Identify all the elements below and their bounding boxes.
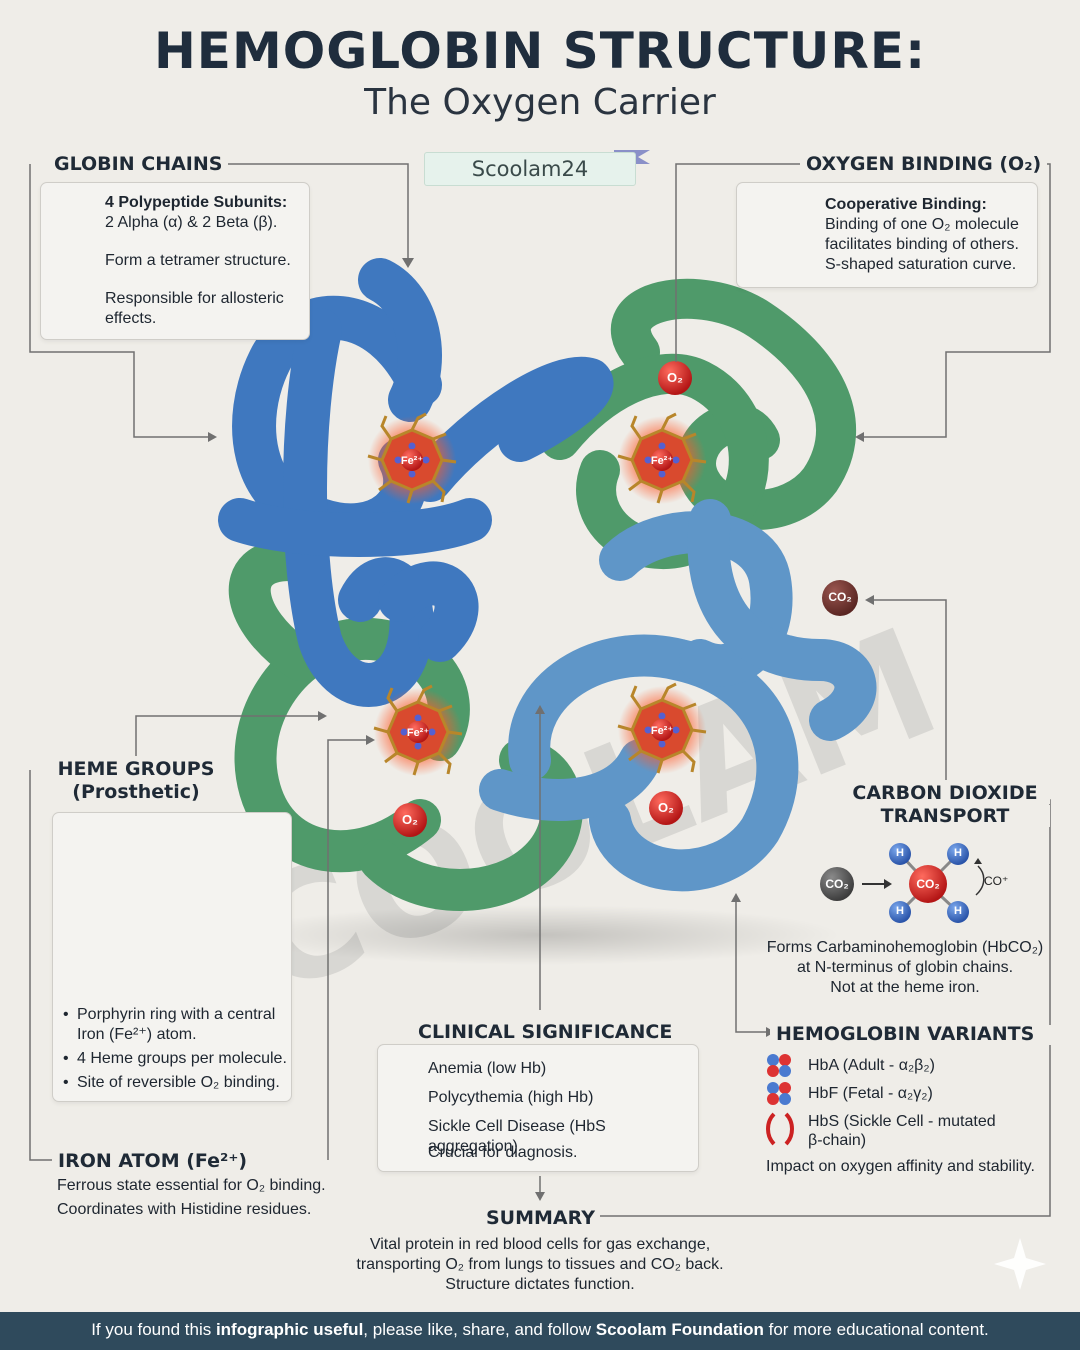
co2-label: CO₂ [916,877,940,891]
co2-transport-heading: CARBON DIOXIDE [840,782,1050,804]
clinical-item2: Polycythemia (high Hb) [428,1089,594,1106]
clinical-item3: Sickle Cell Disease (HbS aggregation) [428,1118,606,1155]
variants-footer: Impact on oxygen affinity and stability. [766,1158,1035,1175]
heme-bullet3: Site of reversible O₂ binding. [77,1074,280,1091]
heme-groups-subheading: (Prosthetic) [48,781,224,803]
globin-chains-panel: 4 Polypeptide Subunits: 2 Alpha (α) & 2 … [40,182,310,340]
hydrogen-label: H [954,905,962,917]
hydrogen-label: H [954,847,962,859]
hbf-icon [767,1082,791,1105]
oxygen-binding-line3: S-shaped saturation curve. [825,256,1017,273]
oxygen-binding-bold: Cooperative Binding: [825,196,987,213]
clinical-panel: Anemia (low Hb) Polycythemia (high Hb) S… [377,1044,699,1172]
co2-transport-subheading: TRANSPORT [840,805,1050,827]
fe-label: Fe²⁺ [650,725,674,737]
heme-bullet2: 4 Heme groups per molecule. [77,1050,287,1067]
summary-line3: Structure dictates function. [445,1276,635,1293]
footer-bold-infographic: infographic useful [215,1320,364,1339]
clinical-item1: Anemia (low Hb) [428,1060,547,1077]
co2-transport-line1: Forms Carbaminohemoglobin (HbCO₂) [766,939,1044,956]
iron-atom-heading: IRON ATOM (Fe²⁺) [52,1150,254,1172]
globin-item3-text: Responsible for allosteric effects. [105,290,284,327]
heme-groups-heading: HEME GROUPS [48,758,224,780]
page-title: HEMOGLOBIN STRUCTURE: [153,22,927,80]
sparkle-icon [994,1238,1046,1290]
footer-text: for more educational content. [763,1320,989,1339]
summary-line2: transporting O₂ from lungs to tissues an… [356,1256,724,1273]
globin-item1-bold: 4 Polypeptide Subunits: [105,194,288,211]
heme-bullet1: Porphyrin ring with a central Iron (Fe²⁺… [77,1006,276,1043]
iron-atom-line2: Coordinates with Histidine residues. [57,1201,312,1218]
co2-transport-line2: at N-terminus of globin chains. [796,959,1014,976]
variant-hbs: HbS (Sickle Cell - mutated [808,1113,996,1130]
o2-label: O₂ [667,370,683,385]
page-subtitle: The Oxygen Carrier [364,82,716,123]
fe-label: Fe²⁺ [406,727,430,739]
alpha-chain-top [218,258,614,707]
brand-badge: Scoolam24 [424,152,636,186]
summary-line1: Vital protein in red blood cells for gas… [369,1236,711,1253]
co2-label: CO₂ [825,877,849,891]
oxygen-binding-line1: Binding of one O₂ molecule [825,216,1019,233]
co-plus-label: CO⁺ [984,874,1009,888]
carbamino-reaction-icon [820,843,985,923]
footer-text: , please like, share, and follow [363,1320,596,1339]
footer-text: If you found this [91,1320,216,1339]
hydrogen-label: H [896,847,904,859]
variant-hba: HbA (Adult - α₂β₂) [808,1057,935,1074]
fe-label: Fe²⁺ [400,455,424,467]
o2-label: O₂ [658,800,674,815]
hba-icon [767,1054,791,1077]
heme-groups-panel: • Porphyrin ring with a central Iron (Fe… [52,812,292,1102]
fe-label: Fe²⁺ [650,455,674,467]
oxygen-binding-panel: Cooperative Binding: Binding of one O₂ m… [736,182,1038,288]
o2-label: O₂ [402,812,418,827]
hydrogen-label: H [896,905,904,917]
oxygen-binding-line2: facilitates binding of others. [825,236,1019,253]
globin-item2-text: Form a tetramer structure. [105,252,291,269]
variants-heading: HEMOGLOBIN VARIANTS [770,1023,1041,1045]
sickle-cell-icon [766,1112,794,1146]
globin-item1-text: 2 Alpha (α) & 2 Beta (β). [105,214,278,231]
summary-heading: SUMMARY [480,1207,600,1229]
co2-transport-line3: Not at the heme iron. [830,979,980,996]
co2-label: CO₂ [828,590,852,604]
variant-hbf: HbF (Fetal - α₂γ₂) [808,1085,933,1102]
globin-chains-heading: GLOBIN CHAINS [48,153,229,175]
clinical-heading: CLINICAL SIGNIFICANCE [412,1021,679,1043]
alpha-chain-bottom [479,499,877,892]
clinical-item4: Crucial for diagnosis. [428,1144,578,1161]
footer-banner: If you found this infographic useful, pl… [0,1312,1080,1350]
iron-atom-line1: Ferrous state essential for O₂ binding. [57,1177,326,1194]
oxygen-binding-heading: OXYGEN BINDING (O₂) [800,153,1048,175]
footer-bold-foundation: Scoolam Foundation [595,1320,764,1339]
variant-hbs-cont: β-chain) [808,1132,867,1149]
